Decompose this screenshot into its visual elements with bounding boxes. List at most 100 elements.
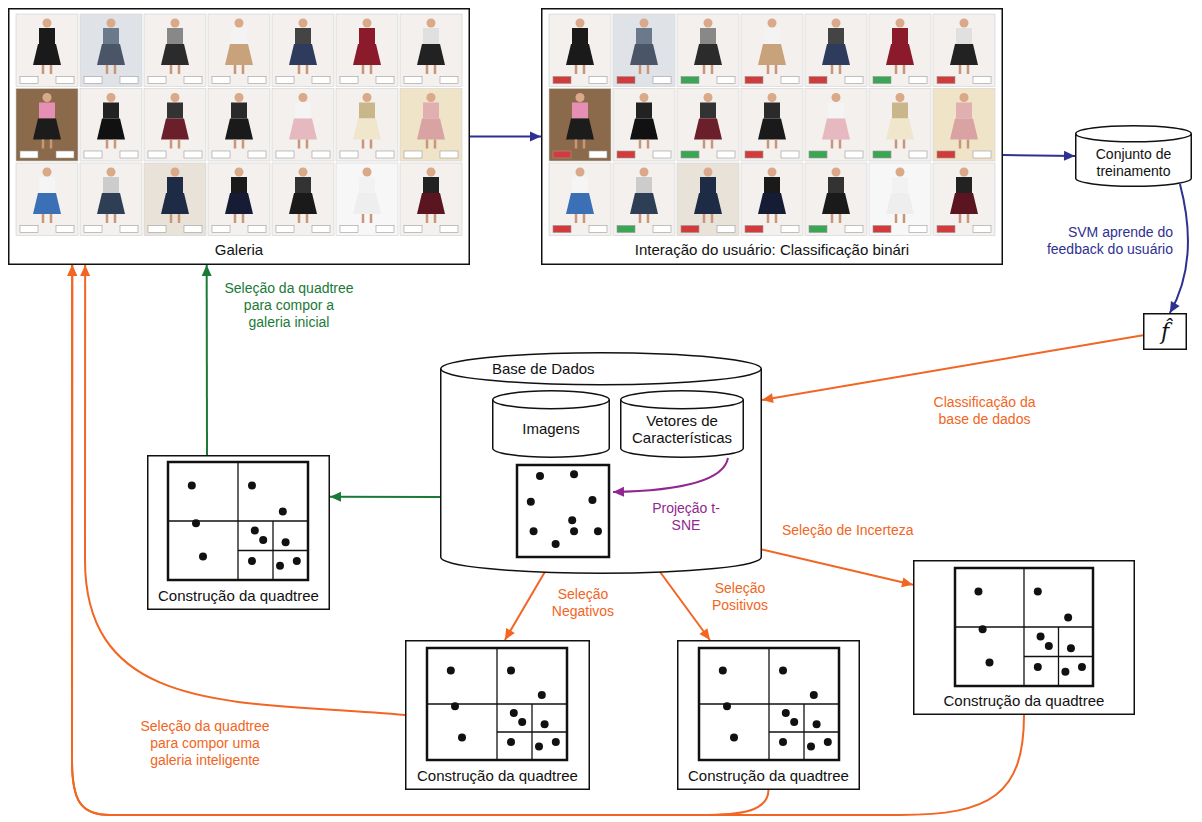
data-point xyxy=(1067,644,1075,652)
process-label: Projeção t-SNE xyxy=(650,500,722,534)
feedback-button xyxy=(276,151,294,158)
figure-head xyxy=(43,168,52,177)
classifier-box: f̂ xyxy=(1143,313,1187,350)
data-point xyxy=(1034,663,1042,671)
quadtree-panel: Construção da quadtree xyxy=(913,560,1135,715)
figure-leg xyxy=(178,214,181,223)
cylinder-outline xyxy=(441,353,762,574)
feedback-button xyxy=(248,226,266,233)
figure-top xyxy=(39,177,55,193)
quadtree-split xyxy=(531,704,532,760)
figure-leg xyxy=(703,214,706,223)
figure-top xyxy=(828,103,844,119)
figure-skirt xyxy=(566,44,594,65)
figure-top xyxy=(700,177,716,193)
photo-cell xyxy=(741,163,803,236)
box-outline xyxy=(406,641,590,790)
box-outline xyxy=(148,456,330,610)
figure-skirt xyxy=(822,44,850,65)
figure-head xyxy=(107,19,116,28)
data-point xyxy=(199,552,207,560)
figure-leg xyxy=(298,65,301,74)
data-point xyxy=(535,743,543,751)
figure-top xyxy=(956,103,972,119)
data-point xyxy=(259,536,267,544)
figure-skirt xyxy=(886,193,914,214)
data-point xyxy=(507,738,515,746)
figure-skirt xyxy=(950,44,978,65)
feedback-button xyxy=(973,77,991,84)
figure-leg xyxy=(434,214,437,223)
photo-cell xyxy=(400,89,462,162)
figure-head xyxy=(640,93,649,102)
figure-top xyxy=(423,177,439,193)
edge-label: Seleção de Incerteza xyxy=(780,522,930,539)
photo-cell xyxy=(869,14,931,87)
figure-top xyxy=(231,28,247,44)
connector-line xyxy=(505,572,545,640)
connector-arrow xyxy=(762,335,1143,403)
figure-skirt xyxy=(353,119,381,140)
figure-top xyxy=(423,28,439,44)
photo-cell xyxy=(80,14,142,87)
arrowhead xyxy=(202,265,212,276)
figure-skirt xyxy=(630,193,658,214)
arrowhead xyxy=(505,628,515,640)
connector-arrow xyxy=(330,492,440,502)
figure-leg xyxy=(703,140,706,149)
feedback-button xyxy=(909,226,927,233)
features-cylinder: Vetores de Características xyxy=(620,390,744,458)
figure-top xyxy=(167,103,183,119)
figure-leg xyxy=(434,65,437,74)
quadtree-square xyxy=(955,568,1093,686)
feedback-button xyxy=(440,226,458,233)
data-point xyxy=(813,720,821,728)
feedback-button xyxy=(340,151,358,158)
figure-head xyxy=(576,19,585,28)
photo-cell xyxy=(549,163,611,236)
data-point xyxy=(536,472,544,480)
figure-top xyxy=(167,28,183,44)
figure-leg xyxy=(647,65,650,74)
data-point xyxy=(251,526,259,534)
cylinder-rim xyxy=(493,400,610,409)
figure-leg xyxy=(831,65,834,74)
feedback-button xyxy=(553,77,571,84)
connector-line xyxy=(330,496,440,498)
photo-cell xyxy=(144,163,206,236)
feedback-button xyxy=(589,77,607,84)
node-text: Galeria xyxy=(215,241,263,258)
figure-leg xyxy=(362,140,365,149)
figure-leg xyxy=(639,214,642,223)
figure-leg xyxy=(831,214,834,223)
quadtree-square xyxy=(427,648,567,760)
figure-leg xyxy=(50,65,53,74)
photo-cell xyxy=(16,14,78,87)
figure-top xyxy=(700,28,716,44)
figure-leg xyxy=(114,140,117,149)
data-point xyxy=(458,734,466,742)
figure-skirt xyxy=(161,119,189,140)
figure-leg xyxy=(839,140,842,149)
node-outline xyxy=(541,8,1003,265)
figure-leg xyxy=(234,140,237,149)
figure-skirt xyxy=(161,44,189,65)
data-point xyxy=(188,482,196,490)
figure-leg xyxy=(711,140,714,149)
feedback-button xyxy=(781,151,799,158)
figure-top xyxy=(295,103,311,119)
connector-arrow xyxy=(1003,151,1075,161)
data-point xyxy=(723,702,731,710)
quadtree-panel: Construção da quadtree xyxy=(677,640,860,790)
quadtree-split xyxy=(272,521,273,580)
figure-skirt xyxy=(822,119,850,140)
figure-leg xyxy=(42,140,45,149)
quadtree-panel: Construção da quadtree xyxy=(147,455,330,610)
figure-leg xyxy=(767,214,770,223)
figure-leg xyxy=(831,140,834,149)
figure-leg xyxy=(967,214,970,223)
data-point xyxy=(276,562,284,570)
feedback-button xyxy=(120,77,138,84)
feedback-button xyxy=(681,151,699,158)
figure-head xyxy=(960,19,969,28)
